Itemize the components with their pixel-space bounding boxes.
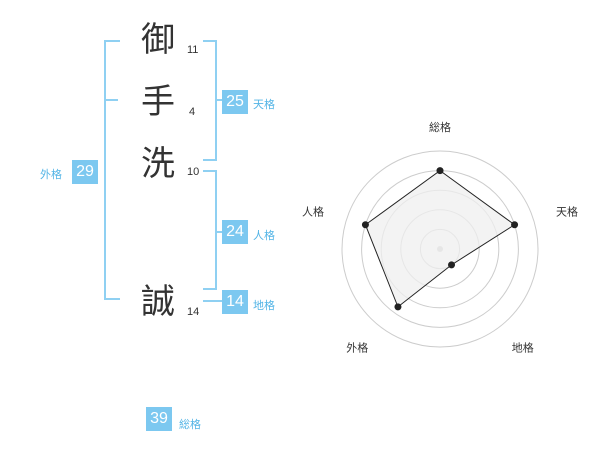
radar-axis-label-4: 外格 bbox=[346, 341, 368, 355]
jinkaku-bracket-tick bbox=[215, 231, 223, 233]
radar-ring bbox=[341, 150, 539, 348]
chikaku-value: 14 bbox=[222, 290, 248, 314]
strokes-1: 11 bbox=[187, 44, 199, 56]
kanji-1: 御 bbox=[141, 20, 175, 60]
radar-axis-label-3: 地格 bbox=[512, 341, 534, 355]
gaikaku-label: 外格 bbox=[40, 168, 62, 181]
radar-points bbox=[361, 167, 519, 311]
kanji-2: 手 bbox=[141, 82, 175, 122]
radar-axis-label-2: 天格 bbox=[556, 204, 578, 218]
gaikaku-bracket bbox=[104, 40, 120, 300]
tenkaku-value: 25 bbox=[222, 90, 248, 114]
tenkaku-label: 天格 bbox=[253, 98, 275, 111]
radar-point-3 bbox=[448, 261, 456, 269]
soukaku-label: 総格 bbox=[179, 418, 201, 431]
strokes-4: 14 bbox=[187, 306, 200, 318]
radar-point-1 bbox=[436, 167, 444, 175]
radar-point-2 bbox=[511, 221, 519, 229]
radar-point-5 bbox=[361, 221, 369, 229]
chikaku-bracket-tick bbox=[203, 300, 223, 302]
radar-axis-label-1: 総格 bbox=[429, 120, 451, 134]
kanji-4: 誠 bbox=[141, 282, 175, 322]
gaikaku-bracket-tick-mid bbox=[104, 99, 118, 101]
radar-polygon bbox=[364, 169, 516, 308]
strokes-2: 4 bbox=[189, 106, 196, 118]
jinkaku-label: 人格 bbox=[253, 229, 275, 242]
jinkaku-value: 24 bbox=[222, 220, 248, 244]
radar-point-4 bbox=[394, 303, 402, 311]
gaikaku-value: 29 bbox=[72, 160, 98, 184]
soukaku-value: 39 bbox=[146, 407, 172, 431]
jinkaku-bracket bbox=[203, 170, 217, 290]
strokes-3: 10 bbox=[187, 166, 200, 178]
kanji-3: 洗 bbox=[141, 144, 175, 184]
tenkaku-bracket-tick bbox=[215, 99, 223, 101]
chikaku-label: 地格 bbox=[253, 299, 275, 312]
radar-axis-label-5: 人格 bbox=[302, 204, 324, 218]
